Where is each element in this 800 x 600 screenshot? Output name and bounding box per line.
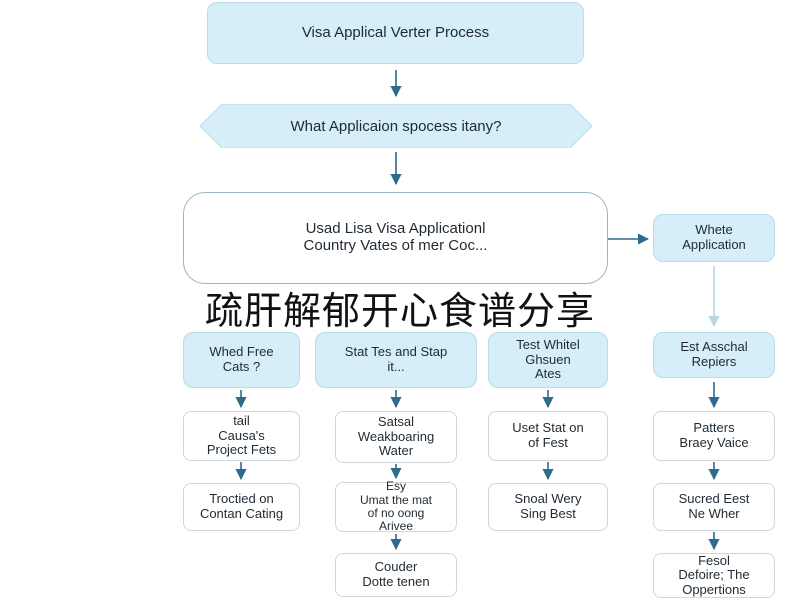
decision-shape: What Applicaion spocess itany?: [200, 104, 592, 148]
col4-step3: Fesol Defoire; The Oppertions: [653, 553, 775, 598]
col2-step1: Satsal Weakboaring Water: [335, 411, 457, 463]
col1-step2-line: Troctied on: [209, 491, 274, 507]
col2-step3: Couder Dotte tenen: [335, 553, 457, 597]
col3-header: Test Whitel Ghsuen Ates: [488, 332, 608, 388]
col2-step1-line: Satsal: [377, 414, 415, 430]
overlay-caption: 疏肝解郁开心食谱分享: [204, 289, 595, 333]
side-box-line2: Application: [682, 237, 746, 252]
col2-header: Stat Tes and Stap it...: [315, 332, 477, 388]
col3-step1-line: Uset Stat on: [512, 420, 584, 436]
col3-header-line: Test Whitel: [516, 337, 580, 353]
side-box-line1: Whete: [695, 222, 733, 238]
decision-label: What Applicaion spocess itany?: [290, 117, 502, 135]
col3-header-line: Ghsuen: [525, 351, 571, 367]
col3-step1-line: of Fest: [528, 435, 568, 450]
col4-step1-line: Patters: [693, 420, 735, 436]
col3-step2-line: Snoal Wery: [514, 491, 582, 507]
col4-step2: Sucred Eest Ne Wher: [653, 483, 775, 531]
col4-step1-line: Braey Vaice: [679, 435, 749, 450]
col2-step3-line: Couder: [374, 559, 418, 575]
col4-step2-line: Ne Wher: [688, 506, 740, 521]
main-box: Usad Lisa Visa Applicationl Country Vate…: [183, 192, 608, 284]
decision-hexagon: [200, 104, 592, 148]
col4-header-line: Est Asschal: [680, 339, 748, 355]
col2-step2: Esy Umat the mat of no oong Arivee: [335, 479, 457, 534]
col2-header-line: it...: [387, 359, 405, 374]
main-box-line1: Usad Lisa Visa Applicationl: [305, 220, 486, 238]
col4-header-line: Repiers: [691, 354, 737, 369]
col2-step2-line: Esy: [385, 479, 406, 494]
col3-step1: Uset Stat on of Fest: [488, 411, 608, 461]
col4-step2-line: Sucred Eest: [678, 491, 750, 507]
col4-step3-line: Defoire; The: [678, 567, 750, 583]
side-box: Whete Application: [653, 214, 775, 262]
col1-header-line: Whed Free: [209, 344, 274, 360]
col1-header-line: Cats ?: [222, 359, 261, 374]
col2-step3-line: Dotte tenen: [362, 574, 430, 589]
col3-step2: Snoal Wery Sing Best: [488, 483, 608, 531]
title-box: Visa Applical Verter Process: [207, 2, 584, 64]
title-box-label: Visa Applical Verter Process: [301, 23, 490, 41]
col1-step2-line: Contan Cating: [199, 506, 284, 521]
col2-step2-line: of no oong: [367, 506, 425, 520]
main-box-line2: Country Vates of mer Coc...: [303, 237, 488, 254]
col2-header-line: Stat Tes and Stap: [344, 344, 448, 360]
col4-step1: Patters Braey Vaice: [653, 411, 775, 461]
col4-step3-line: Oppertions: [682, 581, 746, 597]
col2-step1-line: Weakboaring: [357, 428, 435, 444]
col4-header: Est Asschal Repiers: [653, 332, 775, 378]
col1-step2: Troctied on Contan Cating: [183, 483, 300, 531]
col2-step1-line: Water: [378, 443, 414, 459]
col3-header-line: Ates: [534, 366, 561, 382]
col2-step2-line: Arivee: [378, 519, 413, 534]
col1-step1-line: Project Fets: [206, 442, 277, 458]
col3-step2-line: Sing Best: [520, 506, 576, 521]
col2-step2-line: Umat the mat: [359, 492, 433, 507]
col1-step1-line: Causa's: [218, 427, 265, 443]
col1-step1: tail Causa's Project Fets: [183, 411, 300, 461]
col4-step3-line: Fesol: [698, 552, 730, 568]
col1-header: Whed Free Cats ?: [183, 332, 300, 388]
col1-step1-line: tail: [233, 413, 250, 429]
